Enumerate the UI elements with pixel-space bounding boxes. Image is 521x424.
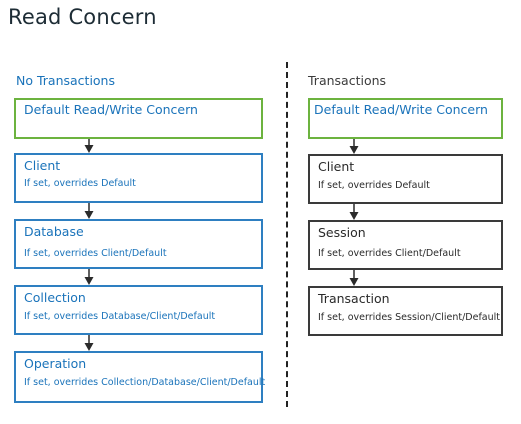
arrow-left-client-to-database <box>84 203 94 219</box>
left-operation-subtitle: If set, overrides Collection/Database/Cl… <box>24 377 266 388</box>
left-operation-title: Operation <box>24 356 87 371</box>
right-client-box: Client If set, overrides Default <box>308 154 503 204</box>
left-default-concern-label: Default Read/Write Concern <box>24 102 198 117</box>
left-client-box: Client If set, overrides Default <box>14 153 263 203</box>
left-database-title: Database <box>24 224 84 239</box>
right-transaction-title: Transaction <box>318 291 390 306</box>
right-transaction-box: Transaction If set, overrides Session/Cl… <box>308 286 503 336</box>
arrow-left-database-to-collection <box>84 269 94 285</box>
page-title: Read Concern <box>8 5 157 29</box>
left-collection-box: Collection If set, overrides Database/Cl… <box>14 285 263 335</box>
arrow-left-collection-to-operation <box>84 335 94 351</box>
left-client-title: Client <box>24 158 61 173</box>
right-default-concern-label: Default Read/Write Concern <box>314 102 488 117</box>
arrow-left-default-to-client <box>84 139 94 153</box>
transactions-heading: Transactions <box>308 73 387 88</box>
column-divider <box>286 62 288 407</box>
left-collection-subtitle: If set, overrides Database/Client/Defaul… <box>24 311 216 322</box>
arrow-right-default-to-client <box>349 139 359 154</box>
right-session-box: Session If set, overrides Client/Default <box>308 220 503 270</box>
right-session-title: Session <box>318 225 366 240</box>
no-transactions-heading: No Transactions <box>16 73 115 88</box>
right-client-subtitle: If set, overrides Default <box>318 180 430 191</box>
arrow-right-session-to-transaction <box>349 270 359 286</box>
left-operation-box: Operation If set, overrides Collection/D… <box>14 351 266 403</box>
arrow-right-client-to-session <box>349 204 359 220</box>
right-session-subtitle: If set, overrides Client/Default <box>318 248 461 259</box>
right-client-title: Client <box>318 159 355 174</box>
left-database-subtitle: If set, overrides Client/Default <box>24 248 167 259</box>
right-transaction-subtitle: If set, overrides Session/Client/Default <box>318 312 500 323</box>
left-collection-title: Collection <box>24 290 86 305</box>
left-default-concern-box: Default Read/Write Concern <box>14 98 263 139</box>
left-client-subtitle: If set, overrides Default <box>24 178 136 189</box>
left-database-box: Database If set, overrides Client/Defaul… <box>14 219 263 269</box>
right-default-concern-box: Default Read/Write Concern <box>308 98 503 139</box>
